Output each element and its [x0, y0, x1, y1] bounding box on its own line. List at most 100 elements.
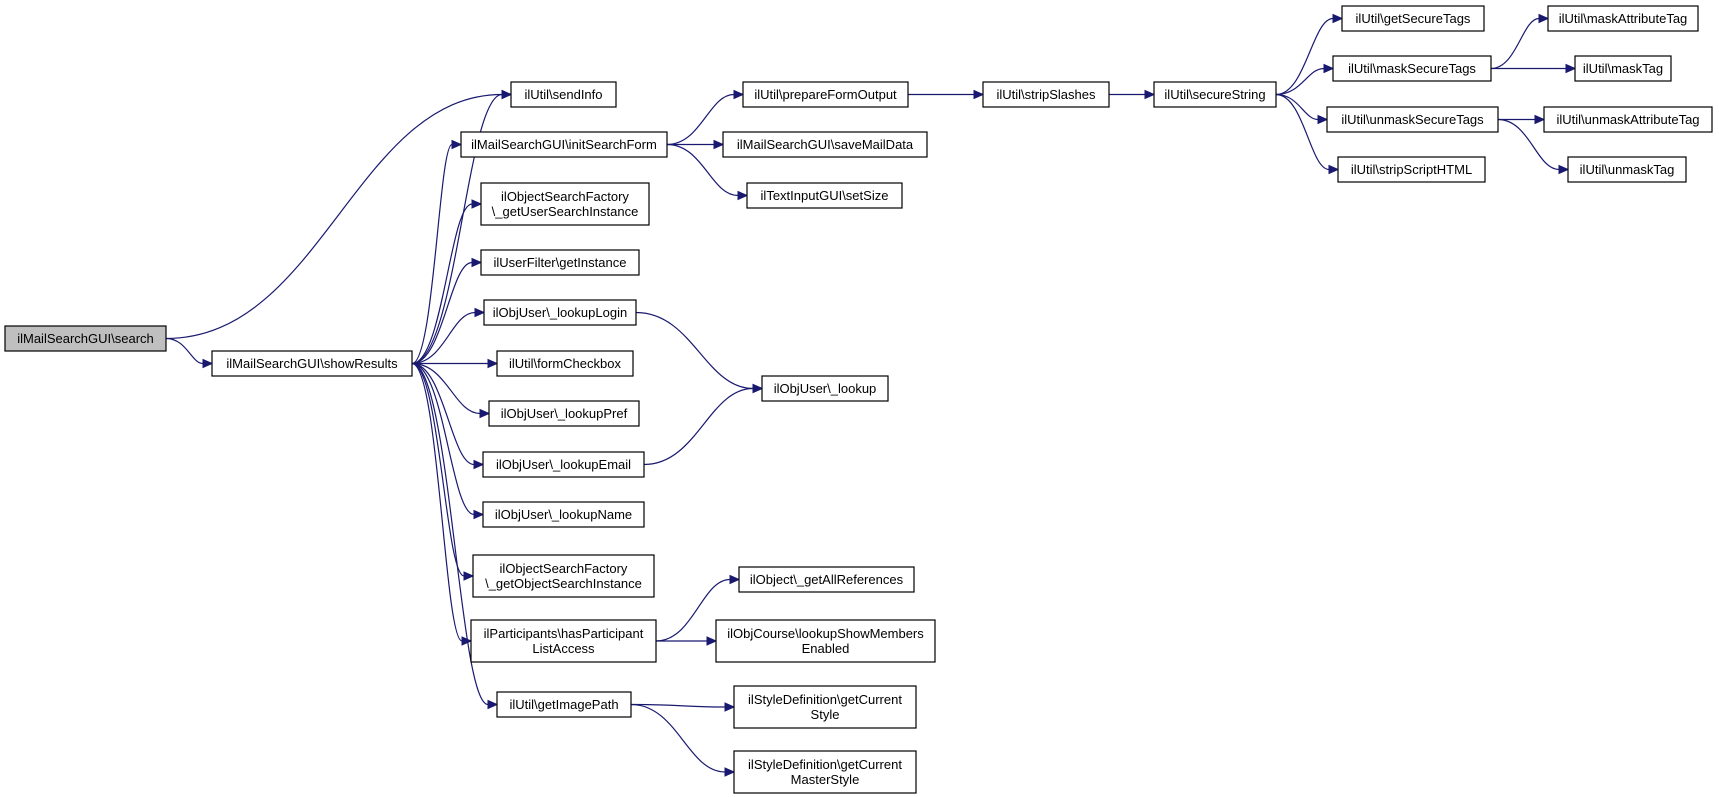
nodes-layer: ilMailSearchGUI\search ilUtil\sendInfo ilM…: [4, 5, 1713, 794]
arrowhead-icon: [724, 702, 736, 712]
node-box[interactable]: [480, 182, 650, 226]
graph-node[interactable]: ilMailSearchGUI\saveMailData: [722, 131, 928, 158]
node-box[interactable]: [1567, 156, 1687, 183]
graph-node[interactable]: ilUtil\stripScriptHTML: [1337, 156, 1486, 183]
node-box[interactable]: [738, 566, 915, 593]
arrowhead-icon: [461, 636, 473, 646]
arrowhead-icon: [487, 699, 499, 710]
node-box[interactable]: [1547, 5, 1699, 32]
node-box[interactable]: [480, 249, 640, 276]
graph-node[interactable]: ilObjUser\_lookupEmail: [482, 451, 645, 478]
node-label: ilObjCourse\lookupShowMembers: [727, 626, 924, 641]
graph-node[interactable]: ilUserFilter\getInstance: [480, 249, 640, 276]
node-box[interactable]: [722, 131, 928, 158]
graph-node[interactable]: ilUtil\secureString: [1153, 81, 1277, 108]
node-label: ilUserFilter\getInstance: [494, 255, 627, 270]
node-box[interactable]: [1574, 55, 1672, 82]
graph-node[interactable]: ilObjUser\_lookupPref: [488, 400, 640, 427]
node-box[interactable]: [742, 81, 909, 108]
node-label: Enabled: [802, 641, 850, 656]
graph-node[interactable]: ilUtil\maskSecureTags: [1332, 55, 1492, 82]
node-box[interactable]: [746, 182, 903, 209]
node-box[interactable]: [1543, 106, 1713, 133]
node-label: ilUtil\secureString: [1164, 87, 1265, 102]
node-label: ilStyleDefinition\getCurrent: [748, 757, 902, 772]
edge-n2-to-n11: [411, 362, 465, 577]
graph-node[interactable]: ilObjectSearchFactory\_getObjectSearchIn…: [472, 554, 655, 598]
node-box[interactable]: [733, 750, 917, 794]
graph-node[interactable]: ilTextInputGUI\setSize: [746, 182, 903, 209]
graph-node[interactable]: ilObjectSearchFactory\_getUserSearchInst…: [480, 182, 650, 226]
node-box[interactable]: [1332, 55, 1492, 82]
root-node-box[interactable]: [4, 325, 167, 352]
node-box[interactable]: [1341, 5, 1485, 32]
node-box[interactable]: [483, 299, 637, 326]
node-label: ilObject\_getAllReferences: [750, 572, 904, 587]
graph-node[interactable]: ilMailSearchGUI\search: [4, 325, 167, 352]
graph-node[interactable]: ilUtil\sendInfo: [510, 81, 617, 108]
node-box[interactable]: [1326, 106, 1499, 133]
node-label: ilUtil\maskSecureTags: [1348, 61, 1476, 76]
node-label: ilUtil\getSecureTags: [1356, 11, 1471, 26]
node-box[interactable]: [761, 375, 889, 402]
edges-layer: [165, 13, 1577, 777]
node-box[interactable]: [1337, 156, 1486, 183]
node-box[interactable]: [211, 350, 413, 377]
arrowhead-icon: [973, 89, 985, 100]
edge-n0-to-n1: [165, 93, 503, 340]
node-box[interactable]: [472, 554, 655, 598]
graph-node[interactable]: ilUtil\maskTag: [1574, 55, 1672, 82]
graph-node[interactable]: ilMailSearchGUI\showResults: [211, 350, 413, 377]
arrowhead-icon: [1538, 13, 1550, 24]
edge-n2-to-n5: [411, 261, 473, 365]
node-box[interactable]: [496, 691, 632, 718]
edge-n2-to-n12: [411, 362, 463, 642]
graph-node[interactable]: ilUtil\maskAttributeTag: [1547, 5, 1699, 32]
graph-node[interactable]: ilObjUser\_lookupName: [482, 501, 645, 528]
edge-n2-to-n1: [411, 93, 503, 365]
node-box[interactable]: [482, 501, 645, 528]
graph-node[interactable]: ilUtil\unmaskTag: [1567, 156, 1687, 183]
graph-node[interactable]: ilUtil\unmaskAttributeTag: [1543, 106, 1713, 133]
arrowhead-icon: [473, 509, 485, 520]
edge-n2-to-n13: [411, 362, 489, 706]
graph-node[interactable]: ilUtil\unmaskSecureTags: [1326, 106, 1499, 133]
edge-n23-to-n24: [1275, 17, 1334, 96]
node-label: \_getObjectSearchInstance: [485, 576, 642, 591]
arrowhead-icon: [202, 358, 214, 369]
node-label: ilUtil\formCheckbox: [509, 356, 621, 371]
node-box[interactable]: [496, 350, 634, 377]
graph-node[interactable]: ilObjUser\_lookupLogin: [483, 299, 637, 326]
graph-node[interactable]: ilUtil\prepareFormOutput: [742, 81, 909, 108]
node-box[interactable]: [482, 451, 645, 478]
node-label: ilObjUser\_lookupEmail: [496, 457, 631, 472]
node-box[interactable]: [982, 81, 1110, 108]
edge-n23-to-n25: [1275, 67, 1325, 96]
node-box[interactable]: [510, 81, 617, 108]
graph-node[interactable]: ilUtil\getSecureTags: [1341, 5, 1485, 32]
graph-node[interactable]: ilObject\_getAllReferences: [738, 566, 915, 593]
node-label: ListAccess: [532, 641, 595, 656]
graph-node[interactable]: ilUtil\stripSlashes: [982, 81, 1110, 108]
node-label: ilStyleDefinition\getCurrent: [748, 692, 902, 707]
graph-node[interactable]: ilMailSearchGUI\initSearchForm: [460, 131, 668, 158]
edge-n13-to-n21: [630, 703, 726, 773]
arrowhead-icon: [474, 307, 486, 318]
node-label: Style: [811, 707, 840, 722]
graph-node[interactable]: ilObjUser\_lookup: [761, 375, 889, 402]
node-box[interactable]: [470, 619, 657, 663]
edge-n26-to-n31: [1497, 118, 1560, 171]
graph-node[interactable]: ilUtil\formCheckbox: [496, 350, 634, 377]
node-box[interactable]: [733, 685, 917, 729]
node-box[interactable]: [715, 619, 936, 663]
arrowhead-icon: [471, 257, 483, 268]
arrowhead-icon: [1332, 13, 1344, 24]
node-box[interactable]: [1153, 81, 1277, 108]
node-box[interactable]: [460, 131, 668, 158]
node-box[interactable]: [488, 400, 640, 427]
graph-node[interactable]: ilUtil\getImagePath: [496, 691, 632, 718]
